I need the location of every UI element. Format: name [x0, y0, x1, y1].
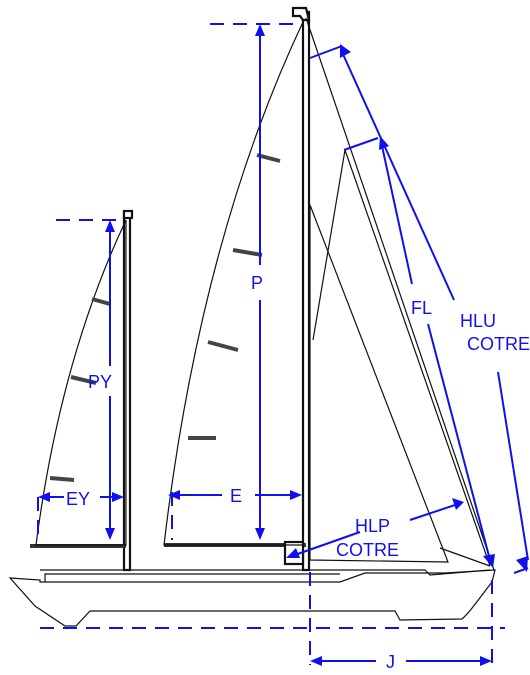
- mizzen-batten: [70, 375, 97, 385]
- mizzen-batten: [49, 476, 75, 482]
- hlu-dimension-line-lower: [497, 371, 529, 561]
- py-arrow-top: [105, 220, 115, 232]
- cabin-top: [44, 573, 340, 582]
- ey-arrow-right: [112, 492, 124, 502]
- hlu-label-line1: HLU: [460, 311, 496, 331]
- dimensions: P E PY EY FL HLU: [37, 23, 530, 672]
- e-arrow-left: [168, 490, 180, 500]
- main-mast: [301, 10, 311, 572]
- main-sail: [163, 21, 304, 546]
- deck-line: [40, 569, 491, 576]
- ey-arrow-left: [38, 492, 50, 502]
- hlu-arrow-bottom: [516, 556, 528, 572]
- j-arrow-left: [310, 656, 322, 666]
- mizzen-batten: [91, 297, 111, 306]
- fl-dimension-line-lower: [427, 323, 491, 561]
- j-label: J: [386, 652, 395, 672]
- py-arrow-bottom: [105, 528, 115, 540]
- e-label: E: [230, 486, 242, 506]
- hlp-label-line1: HLP: [355, 516, 390, 536]
- staysail-genoa: [309, 204, 449, 563]
- sails: [35, 21, 491, 567]
- mizzen-mast-head: [122, 209, 134, 220]
- ey-label: EY: [66, 489, 90, 509]
- p-label: P: [251, 273, 263, 293]
- jib: [312, 149, 491, 567]
- fl-dimension-line: [381, 145, 413, 285]
- main-batten: [207, 340, 239, 352]
- j-arrow-right: [480, 656, 492, 666]
- p-arrow-top: [255, 24, 265, 36]
- hull: [8, 569, 496, 627]
- main-batten: [232, 248, 263, 257]
- hlp-dimension-line-right: [409, 503, 459, 521]
- hlu-dimension-line: [341, 51, 455, 301]
- hlu-arrow-top: [340, 44, 351, 58]
- forestay: [305, 17, 495, 571]
- hlp-dimension-line: [291, 531, 361, 557]
- fl-start-tick: [343, 137, 379, 151]
- hlu-label-line2: COTRE: [467, 334, 530, 354]
- hlp-arrow-right: [452, 498, 464, 510]
- hlp-arrow-left: [286, 548, 300, 558]
- fl-arrow-bottom: [483, 554, 495, 568]
- py-label: PY: [88, 372, 112, 392]
- mizzen-mast: [122, 210, 132, 572]
- hlu-start-tick: [309, 45, 343, 59]
- e-arrow-right: [290, 490, 302, 500]
- p-arrow-bottom: [255, 528, 265, 540]
- hlp-label-line2: COTRE: [336, 540, 399, 560]
- main-mast-head: [291, 6, 311, 22]
- fl-label: FL: [411, 298, 432, 318]
